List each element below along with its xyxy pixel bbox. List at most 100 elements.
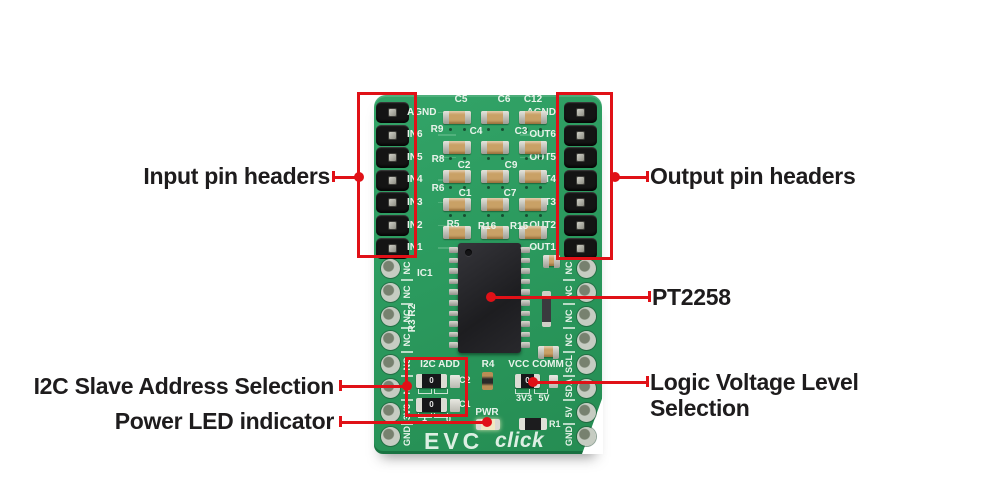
silkscreen-r4: R4 bbox=[481, 359, 495, 370]
label-pt2258: PT2258 bbox=[652, 284, 731, 310]
silkscreen-divider bbox=[401, 423, 413, 425]
smd-capacitor bbox=[481, 140, 509, 154]
pin-contact bbox=[388, 221, 397, 230]
smd-component bbox=[542, 291, 551, 327]
edge-pin-label: GND bbox=[402, 426, 412, 446]
ic-pin bbox=[449, 300, 458, 306]
header-pin bbox=[564, 124, 597, 146]
header-pin bbox=[376, 237, 409, 259]
ic-pin bbox=[521, 321, 530, 327]
smd-capacitor bbox=[443, 225, 471, 239]
pcb-trace bbox=[438, 156, 456, 159]
leader-line-input bbox=[333, 176, 360, 179]
header-pin bbox=[376, 192, 409, 214]
pin-contact bbox=[576, 130, 585, 140]
leader-line-power-led bbox=[340, 421, 488, 424]
component-label: C12 bbox=[523, 94, 543, 105]
label-output-pin-headers: Output pin headers bbox=[650, 163, 856, 189]
via bbox=[539, 214, 542, 217]
via bbox=[449, 214, 452, 217]
leader-dot-logic bbox=[528, 377, 538, 387]
label-logic-voltage: Logic Voltage Level Selection bbox=[650, 369, 859, 421]
through-hole-pad bbox=[381, 354, 400, 374]
r1-resistor bbox=[519, 418, 547, 430]
component-label: R8 bbox=[431, 154, 445, 165]
i2c-address-jumper-2: 0 bbox=[416, 398, 447, 412]
via bbox=[501, 214, 504, 217]
component-label: C4 bbox=[469, 126, 483, 137]
component-label: C7 bbox=[503, 188, 517, 199]
edge-pin-label: GND bbox=[564, 426, 574, 446]
via bbox=[449, 127, 452, 131]
component-label: C9 bbox=[504, 160, 518, 171]
pin-contact bbox=[388, 198, 397, 208]
silkscreen-divider bbox=[401, 351, 413, 353]
ic-pin bbox=[449, 342, 458, 348]
leader-line-chip bbox=[491, 296, 650, 299]
ic-pin bbox=[449, 321, 458, 327]
ic-pin bbox=[521, 342, 530, 348]
pin-label-right: OUT5 bbox=[529, 151, 556, 163]
via bbox=[539, 127, 542, 131]
leader-dot-chip bbox=[486, 292, 496, 302]
silkscreen-divider bbox=[563, 375, 575, 377]
silkscreen-5v: 5V bbox=[538, 393, 550, 403]
silkscreen-divider bbox=[401, 303, 413, 305]
component-label: R6 bbox=[431, 183, 445, 194]
through-hole-pad bbox=[577, 282, 596, 302]
leader-dot-output bbox=[610, 172, 620, 182]
through-hole-pad bbox=[381, 330, 400, 350]
smd-capacitor bbox=[519, 111, 547, 124]
pin-contact bbox=[388, 130, 397, 140]
ic-pin bbox=[449, 310, 458, 317]
jumper-marking: 0 bbox=[515, 376, 540, 386]
via bbox=[449, 157, 452, 160]
smd-capacitor bbox=[519, 140, 547, 154]
leader-dot-i2c bbox=[402, 381, 412, 391]
silkscreen-r1: R1 bbox=[549, 419, 561, 429]
via bbox=[525, 214, 528, 217]
board-name: EVC bbox=[424, 428, 484, 454]
ic-pin bbox=[521, 300, 530, 306]
solder-pad bbox=[450, 399, 460, 412]
leader-tick-i2c bbox=[339, 380, 342, 391]
via bbox=[501, 186, 504, 189]
via bbox=[525, 186, 528, 189]
silkscreen-bracket bbox=[515, 389, 530, 394]
silkscreen-bracket bbox=[418, 389, 432, 394]
output-headers-highlight-box bbox=[556, 92, 613, 260]
component-label: R15 bbox=[509, 221, 529, 232]
header-pin bbox=[564, 147, 597, 169]
smd-capacitor bbox=[443, 197, 471, 211]
silkscreen-zero: 0 bbox=[446, 414, 452, 424]
smd-capacitor bbox=[543, 255, 560, 268]
ic-pin bbox=[521, 278, 530, 285]
pin-contact bbox=[576, 153, 585, 163]
leader-tick-logic bbox=[646, 376, 649, 387]
leader-line-i2c bbox=[340, 385, 408, 388]
pin-contact bbox=[576, 175, 585, 185]
pin-contact bbox=[388, 243, 397, 253]
silkscreen-c2: C2 bbox=[459, 375, 471, 385]
leader-tick-input bbox=[332, 171, 335, 182]
via bbox=[539, 186, 542, 189]
component-label: R9 bbox=[430, 124, 444, 135]
pcb-board: IC1 R3 R2 I2C ADD R4 VCC COMM 3V3 5V PWR… bbox=[374, 94, 603, 454]
smd-capacitor bbox=[443, 140, 471, 154]
smd-capacitor bbox=[443, 111, 471, 124]
header-pin bbox=[564, 215, 597, 236]
smd-capacitor bbox=[519, 225, 547, 239]
component-label: C3 bbox=[514, 126, 528, 137]
leader-dot-input bbox=[354, 172, 364, 182]
component-label: C5 bbox=[454, 94, 468, 105]
through-hole-pad bbox=[381, 402, 400, 422]
jumper-marking: 0 bbox=[429, 376, 434, 385]
label-i2c-slave-address: I2C Slave Address Selection bbox=[33, 373, 335, 399]
through-hole-pad bbox=[577, 306, 596, 326]
silkscreen-divider bbox=[401, 327, 413, 329]
through-hole-pad bbox=[381, 306, 400, 326]
through-hole-pad bbox=[381, 378, 400, 398]
pin-label-right: OUT1 bbox=[529, 242, 556, 254]
silkscreen-i2c-add: I2C ADD bbox=[420, 359, 460, 370]
